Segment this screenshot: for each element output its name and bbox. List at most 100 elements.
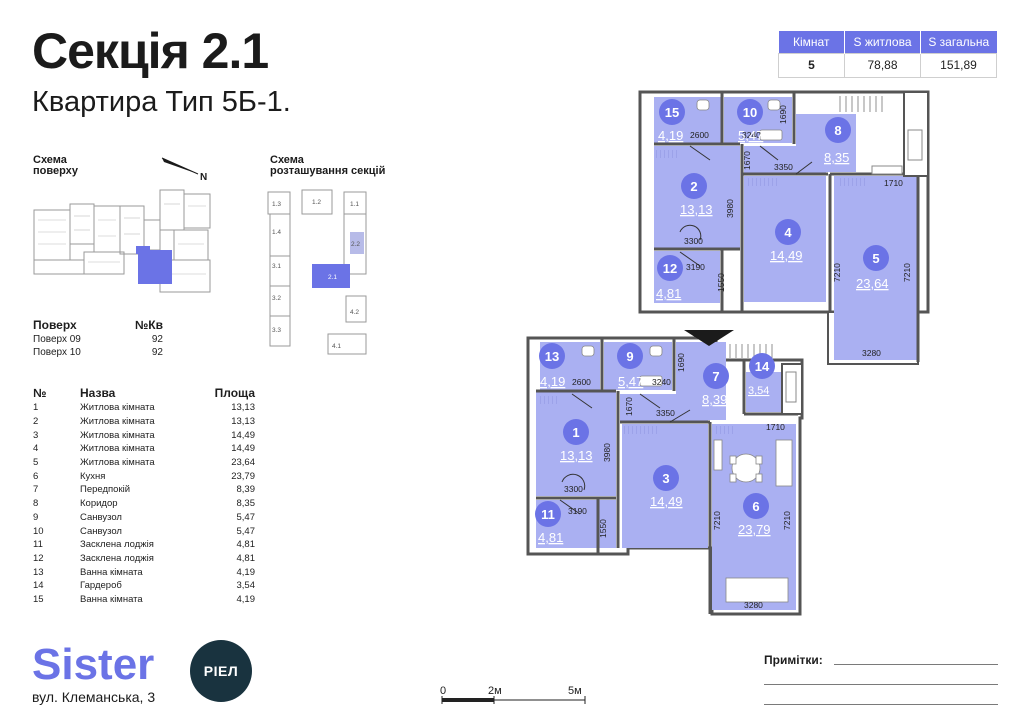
room-area: 13,13: [231, 416, 255, 428]
room-badge-12: 12: [663, 261, 677, 276]
room-area: 4,19: [236, 593, 256, 605]
room-name: Гардероб: [80, 580, 122, 592]
apartment-type: Квартира Тип 5Б-1.: [32, 86, 291, 118]
north-label: N: [200, 172, 207, 183]
room-area-7: 8,39: [702, 392, 727, 407]
room-area-4: 14,49: [770, 248, 803, 263]
room-area: 3,54: [236, 580, 256, 592]
dim-lower-1710: 1710: [766, 422, 785, 432]
dimensions: 2600 3240 1690 3350 1670 1710 3980 3300 …: [564, 105, 912, 610]
dim-upper-3350: 3350: [774, 162, 793, 172]
room-name: Засклена лоджія: [80, 552, 154, 564]
room-number: 5: [33, 457, 39, 469]
room-name: Житлова кімната: [80, 443, 155, 455]
dim-upper-3190: 3190: [686, 262, 705, 272]
room-row: 4 Житлова кімната 14,49: [33, 442, 255, 456]
floor-row: Поверх 10 92: [33, 347, 163, 360]
room-badge-1: 1: [572, 425, 579, 440]
dim-upper-3240: 3240: [742, 130, 761, 140]
room-area-10: 5,47: [738, 128, 763, 143]
summary-table: Кімнат S житлова S загальна 5 78,88 151,…: [778, 31, 997, 78]
floor-plan: 2600 3240 1690 3350 1670 1710 3980 3300 …: [526, 90, 930, 616]
room-area-14: 3,54: [748, 385, 769, 397]
section-1-3: 1.3: [272, 201, 281, 208]
room-number: 2: [33, 416, 39, 428]
room-badge-11: 11: [541, 507, 555, 522]
room-number: 12: [33, 552, 44, 564]
dim-upper-3300: 3300: [684, 236, 703, 246]
rooms-header-area: Площа: [214, 385, 255, 400]
brand-logo: Sister: [32, 640, 155, 689]
section-4-2: 4.2: [350, 309, 359, 316]
room-name: Житлова кімната: [80, 457, 155, 469]
dim-upper-1670: 1670: [742, 151, 752, 170]
room-area: 23,79: [231, 470, 255, 482]
dim-lower-3350: 3350: [656, 408, 675, 418]
dim-upper-1710: 1710: [884, 178, 903, 188]
floor-scheme-label: Схема поверху: [33, 155, 78, 177]
room-area: 4,81: [236, 539, 256, 551]
upper-room-labels: 15 10 8 2 4 12 5 4,19 5,47 8,35 13,13 14…: [656, 99, 889, 301]
dim-lower-1550: 1550: [598, 519, 608, 538]
room-badge-3: 3: [662, 471, 669, 486]
section-1-1: 1.1: [350, 201, 359, 208]
section-3-2: 3.2: [272, 295, 281, 302]
summary-total: 151,89: [920, 52, 997, 78]
room-name: Житлова кімната: [80, 429, 155, 441]
floor-scheme-label-1: Схема: [33, 154, 67, 166]
room-row: 7 Передпокій 8,39: [33, 483, 255, 497]
section-1-2: 1.2: [312, 199, 321, 206]
floor-scheme-label-2: поверху: [33, 165, 79, 177]
room-name: Передпокій: [80, 484, 131, 496]
room-area: 8,39: [236, 484, 256, 496]
room-badge-4: 4: [784, 225, 792, 240]
room-badge-14: 14: [755, 359, 770, 374]
room-area-13: 4,19: [540, 374, 565, 389]
room-name: Ванна кімната: [80, 593, 143, 605]
room-number: 7: [33, 484, 39, 496]
room-number: 9: [33, 511, 39, 523]
north-arrow-icon: N: [161, 157, 207, 183]
floor-list: Поверх №Кв Поверх 09 92 Поверх 10 92: [33, 318, 163, 360]
section-4-1: 4.1: [332, 343, 341, 350]
section-3-1: 3.1: [272, 263, 281, 270]
room-name: Ванна кімната: [80, 566, 143, 578]
room-area: 8,35: [236, 498, 256, 510]
dim-upper-3980: 3980: [725, 199, 735, 218]
dim-upper-7210a: 7210: [832, 263, 842, 282]
lower-room-labels: 13 9 7 14 1 3 11 6 4,19 5,47 8,39 3,54 1…: [535, 343, 775, 545]
dim-lower-3980: 3980: [602, 443, 612, 462]
dim-lower-3190: 3190: [568, 506, 587, 516]
floor-name: Поверх 09: [33, 334, 81, 345]
room-area: 14,49: [231, 443, 255, 455]
scale-label-0: 0: [440, 685, 446, 697]
room-badge-2: 2: [690, 179, 697, 194]
room-area-15: 4,19: [658, 128, 683, 143]
room-area: 4,19: [236, 566, 256, 578]
scale-label-5: 5м: [568, 685, 582, 697]
notes-label: Примітки:: [764, 653, 823, 667]
room-badge-10: 10: [743, 105, 757, 120]
dim-upper-1550: 1550: [716, 273, 726, 292]
room-number: 6: [33, 470, 39, 482]
note-line: [834, 664, 998, 665]
scale-bar: 0 2м 5м: [440, 685, 586, 704]
section-2-2: 2.2: [351, 241, 360, 248]
section-scheme-label-1: Схема: [270, 154, 304, 166]
floor-scheme: [33, 189, 211, 293]
room-number: 8: [33, 498, 39, 510]
section-2-1: 2.1: [328, 274, 337, 281]
partner-logo: РІЕЛ: [190, 640, 252, 702]
room-number: 4: [33, 443, 39, 455]
summary-living: 78,88: [844, 52, 921, 78]
